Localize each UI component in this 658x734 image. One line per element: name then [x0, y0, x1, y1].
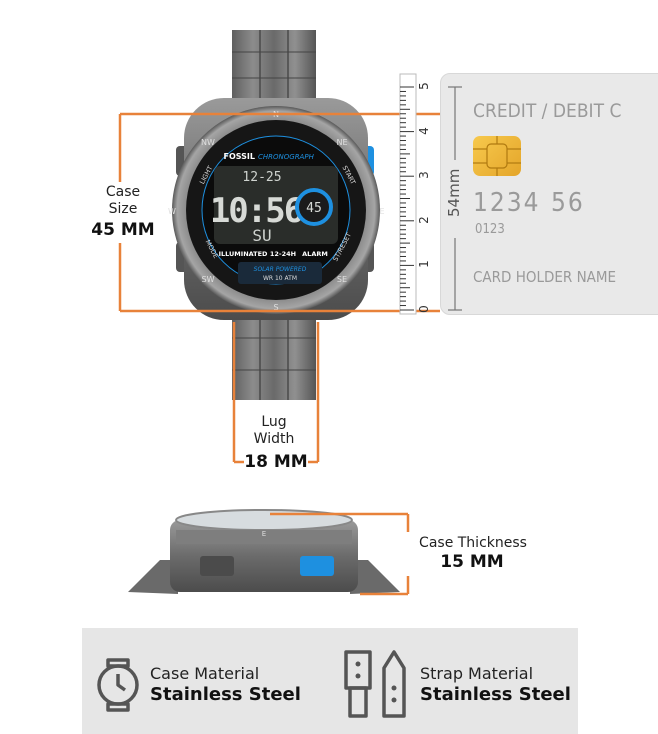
card-holder: CARD HOLDER NAME — [473, 268, 617, 286]
strap-material-value: Stainless Steel — [420, 684, 571, 705]
case-thickness-caption: Case Thickness — [419, 535, 527, 551]
credit-card: CREDIT / DEBIT C 1234 56 0123 CARD HOLDE… — [440, 73, 658, 315]
ruler-mark: 4 — [416, 126, 431, 135]
case-material-label: Case Material — [150, 664, 260, 683]
ruler-mark: 0 — [416, 305, 431, 313]
bezel-w: W — [168, 207, 176, 216]
label-alarm: ALARM — [302, 250, 328, 258]
card-number-left: 1234 — [473, 188, 541, 218]
lcd-seconds: 45 — [306, 201, 322, 216]
lug-width-caption: Lug Width — [253, 414, 295, 447]
chip-icon — [473, 136, 521, 176]
label-illuminated: ILLUMINATED — [219, 250, 268, 258]
label-solar: SOLAR POWERED — [254, 266, 307, 273]
materials-footer: Case Material Stainless Steel Strap Mate… — [82, 628, 578, 734]
svg-text:E: E — [262, 530, 266, 538]
ruler — [399, 73, 462, 315]
case-thickness-value: 15 MM — [440, 552, 504, 572]
lcd-date: 12-25 — [242, 170, 281, 185]
card-title: CREDIT / DEBIT C — [473, 100, 622, 122]
brand-text: FOSSIL — [223, 152, 255, 161]
bezel-sw: SW — [202, 275, 215, 284]
lcd-day: SU — [252, 226, 271, 245]
card-sub-number: 0123 — [475, 222, 505, 237]
bezel-nw: NW — [201, 138, 215, 147]
bezel-se: SE — [337, 275, 347, 284]
lug-width-value: 18 MM — [244, 452, 308, 472]
watch-diagram: N NE E SE S SW W NW LIGHT START MODE ST/… — [118, 30, 462, 596]
strap-material-label: Strap Material — [420, 664, 534, 683]
bezel-s: S — [273, 303, 278, 312]
ruler-mark: 1 — [416, 260, 431, 269]
lcd-time: 10:56 — [210, 191, 303, 231]
case-size-bracket — [118, 112, 440, 313]
strap-icon — [344, 648, 410, 723]
watch-side-view: E — [128, 509, 400, 594]
ruler-mark: 5 — [416, 82, 431, 90]
watch-case: N NE E SE S SW W NW LIGHT START MODE ST/… — [168, 98, 385, 320]
label-wr: WR 10 ATM — [263, 275, 297, 282]
lug-width-bracket — [232, 322, 320, 464]
watch-icon — [94, 652, 142, 723]
ruler-54mm-label: 54mm — [445, 168, 463, 217]
case-size-caption: Case Size — [105, 184, 141, 217]
subtitle-text: CHRONOGRAPH — [258, 153, 315, 161]
bezel-e: E — [379, 207, 384, 216]
case-size-value: 45 MM — [91, 220, 155, 240]
case-thickness-bracket — [270, 512, 410, 596]
ruler-mark: 3 — [416, 171, 431, 180]
label-1224: 12-24H — [270, 250, 296, 258]
ruler-mark: 2 — [416, 215, 431, 224]
case-material-value: Stainless Steel — [150, 684, 301, 705]
card-number-right: 56 — [551, 188, 585, 218]
bezel-ne: NE — [336, 138, 347, 147]
